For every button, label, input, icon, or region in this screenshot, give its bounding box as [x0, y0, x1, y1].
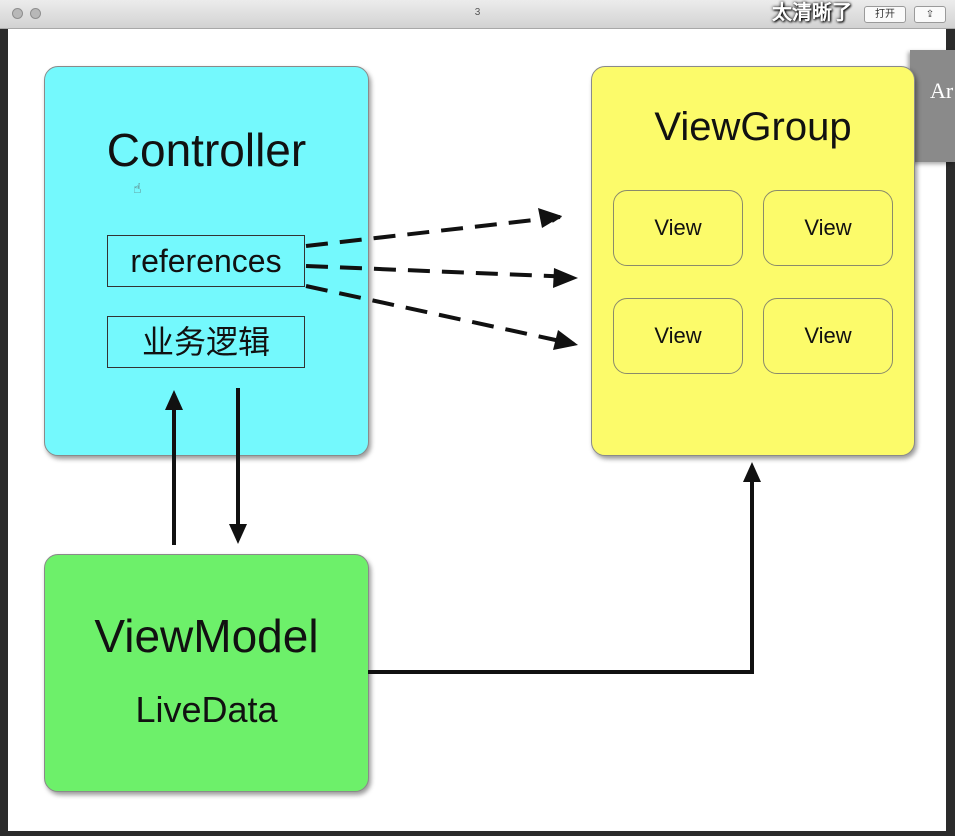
- down-arrow-head: [229, 524, 247, 544]
- viewmodel-title: ViewModel: [94, 610, 319, 662]
- close-window-button[interactable]: [12, 8, 23, 19]
- view-box: View: [613, 298, 743, 374]
- reference-arrow: [305, 284, 575, 346]
- side-tab-text: Ar: [930, 78, 954, 103]
- reference-arrow-head: [553, 268, 578, 288]
- viewgroup-box: ViewGroup View View View View: [591, 66, 915, 456]
- view-box: View: [763, 190, 893, 266]
- view-box: View: [613, 190, 743, 266]
- reference-arrow-head: [538, 208, 562, 228]
- overlay-caption: 太清晰了: [772, 0, 852, 24]
- mouse-cursor-icon: ☝: [133, 180, 142, 196]
- view-box: View: [763, 298, 893, 374]
- share-icon: ⇪: [925, 9, 935, 20]
- viewgroup-arrow-head: [743, 462, 761, 482]
- reference-arrow: [305, 264, 575, 279]
- viewmodel-to-viewgroup-arrow: [368, 480, 754, 674]
- minimize-window-button[interactable]: [30, 8, 41, 19]
- controller-box: Controller references 业务逻辑: [44, 66, 369, 456]
- reference-arrow-head: [553, 330, 578, 350]
- share-button[interactable]: ⇪: [914, 6, 946, 23]
- window-titlebar: 3 打开 ⇪: [0, 0, 955, 29]
- reference-arrow: [305, 212, 562, 248]
- viewmodel-subtitle: LiveData: [135, 689, 278, 730]
- window-title: 3: [474, 7, 481, 18]
- controller-title: Controller: [106, 124, 307, 176]
- side-panel-tab[interactable]: Ar: [910, 50, 955, 162]
- up-arrow-head: [165, 390, 183, 410]
- viewgroup-title: ViewGroup: [654, 105, 852, 149]
- open-button[interactable]: 打开: [864, 6, 906, 23]
- business-logic-box: 业务逻辑: [107, 316, 305, 368]
- references-box: references: [107, 235, 305, 287]
- viewmodel-box: ViewModel LiveData: [44, 554, 369, 792]
